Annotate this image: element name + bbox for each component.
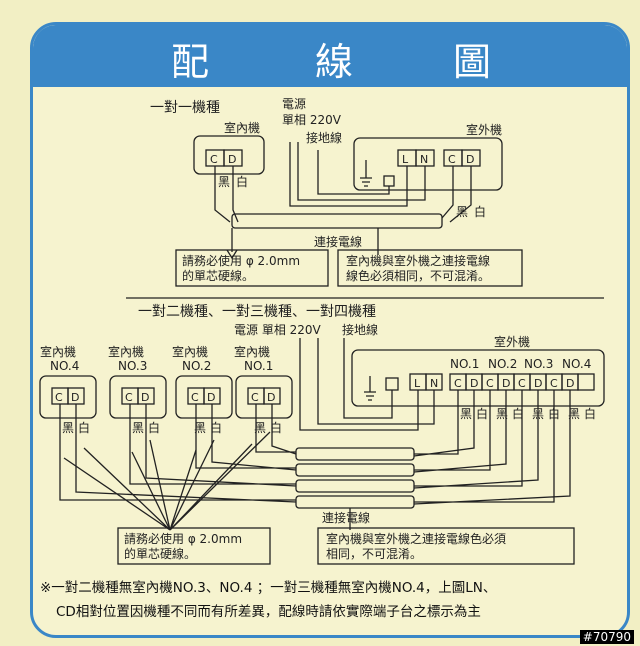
s1-out-d: D (466, 153, 474, 166)
s2-note2-line2: 相同，不可混淆。 (326, 547, 422, 561)
s2-outdoor-label: 室外機 (494, 334, 530, 349)
s1-ground-label: 接地線 (306, 130, 342, 145)
title-char-2: 線 (315, 40, 354, 84)
s2-note2-box (317, 527, 575, 565)
title-banner: 配 線 圖 (33, 25, 627, 87)
s2-cable-label: 連接電線 (322, 510, 370, 525)
s2-out-no4: NO.4 (562, 357, 591, 371)
s2-out-n: N (430, 377, 438, 390)
s2-u4-black: 黑 (62, 421, 74, 435)
s2-o1-black: 黑 (460, 407, 472, 421)
s2-power: 電源 單相 220V (234, 323, 322, 337)
s2-note2-line1: 室內機與室外機之連接電線色必須 (326, 531, 506, 546)
s2-out-no3: NO.3 (524, 357, 553, 371)
s1-note2-box (337, 249, 523, 287)
s2-u3-d: D (141, 391, 149, 404)
s1-cable-bundle (231, 213, 443, 229)
s2-u4-c: C (55, 391, 63, 404)
s2-out-c3: C (518, 377, 526, 390)
s2-u1-black: 黑 (254, 421, 266, 435)
title-char-1: 配 (171, 40, 210, 84)
s2-u2-d: D (207, 391, 215, 404)
s2-out-no2: NO.2 (488, 357, 517, 371)
s1-note1-box (175, 249, 329, 287)
s2-o3-black: 黑 (532, 407, 544, 421)
s2-out-c1: C (454, 377, 462, 390)
s1-out-black: 黑 (456, 205, 468, 219)
s2-u2-white: 白 (210, 420, 222, 435)
s1-indoor-d: D (228, 153, 236, 166)
s2-out-no1: NO.1 (450, 357, 479, 371)
s1-heading: 一對一機種 (150, 100, 220, 116)
s2-u1-d: D (267, 391, 275, 404)
s1-outdoor-label: 室外機 (466, 122, 502, 137)
s2-note1-box (117, 527, 271, 565)
s1-cable-label: 連接電線 (314, 234, 362, 249)
s1-note2-line1: 室內機與室外機之連接電線 (346, 253, 490, 268)
s2-indoor-box-4 (39, 375, 97, 419)
s1-out-white: 白 (474, 204, 486, 219)
s2-out-c2: C (486, 377, 494, 390)
s1-indoor-label: 室內機 (224, 120, 260, 135)
s2-outdoor-box (351, 349, 605, 407)
s1-phase: 單相 220V (282, 113, 342, 127)
s1-note1-line1: 請務必使用 φ 2.0mm (182, 253, 300, 268)
s2-unit4-no: NO.4 (50, 359, 79, 373)
watermark: #70790 (579, 630, 634, 644)
s1-out-c: C (448, 153, 456, 166)
s2-indoor-box-2 (175, 375, 233, 419)
s2-indoor-box-1 (235, 375, 293, 419)
s2-unit1-no: NO.1 (244, 359, 273, 373)
s1-indoor-black: 黑 (218, 175, 230, 189)
s2-u4-d: D (71, 391, 79, 404)
s2-out-d3: D (534, 377, 542, 390)
s2-u1-c: C (251, 391, 259, 404)
s2-unit2-no: NO.2 (182, 359, 211, 373)
s2-out-d4: D (566, 377, 574, 390)
s2-indoor-box-3 (109, 375, 167, 419)
s2-o2-white: 白 (512, 406, 524, 421)
s2-u2-c: C (191, 391, 199, 404)
s2-out-l: L (414, 377, 421, 390)
s1-indoor-box (193, 135, 265, 175)
s2-out-d1: D (470, 377, 478, 390)
s2-note1-line2: 的單芯硬線。 (124, 546, 196, 561)
footnote-line2: CD相對位置因機種不同而有所差異，配線時請依實際端子台之標示為主 (56, 604, 481, 620)
s1-indoor-c: C (210, 153, 218, 166)
s2-o4-black: 黑 (568, 407, 580, 421)
s2-note1-line1: 請務必使用 φ 2.0mm (124, 531, 242, 546)
s2-unit1-label: 室內機 (234, 344, 270, 359)
s2-ground-label: 接地線 (342, 322, 378, 337)
s2-o4-white: 白 (584, 406, 596, 421)
diagram-panel: 配 線 圖 (30, 22, 630, 638)
s1-ground-screw (383, 175, 395, 187)
s1-note2-line2: 線色必須相同，不可混淆。 (346, 268, 490, 283)
s1-power: 電源 (282, 97, 306, 111)
s2-u2-black: 黑 (194, 421, 206, 435)
s2-unit4-label: 室內機 (40, 344, 76, 359)
s1-out-l: L (402, 153, 409, 166)
title-char-3: 圖 (453, 40, 492, 84)
s2-o2-black: 黑 (496, 407, 508, 421)
s2-o3-white: 白 (548, 406, 560, 421)
s2-u3-c: C (125, 391, 133, 404)
s2-heading: 一對二機種、一對三機種、一對四機種 (138, 304, 376, 320)
s1-outdoor-box (353, 137, 503, 191)
s2-u3-black: 黑 (132, 421, 144, 435)
s2-u1-white: 白 (270, 420, 282, 435)
s2-unit3-label: 室內機 (108, 344, 144, 359)
s2-u4-white: 白 (78, 420, 90, 435)
s2-u3-white: 白 (148, 420, 160, 435)
s1-out-n: N (420, 153, 428, 166)
s2-unit3-no: NO.3 (118, 359, 147, 373)
s2-unit2-label: 室內機 (172, 344, 208, 359)
footnote-line1: ※一對二機種無室內機NO.3、NO.4 ；一對三機種無室內機NO.4，上圖LN、 (40, 580, 497, 596)
s2-out-d2: D (502, 377, 510, 390)
s1-indoor-white: 白 (236, 174, 248, 189)
s1-note1-line2: 的單芯硬線。 (182, 268, 254, 283)
s2-out-c4: C (550, 377, 558, 390)
s1-ground-symbol (360, 160, 372, 187)
s2-o1-white: 白 (476, 406, 488, 421)
